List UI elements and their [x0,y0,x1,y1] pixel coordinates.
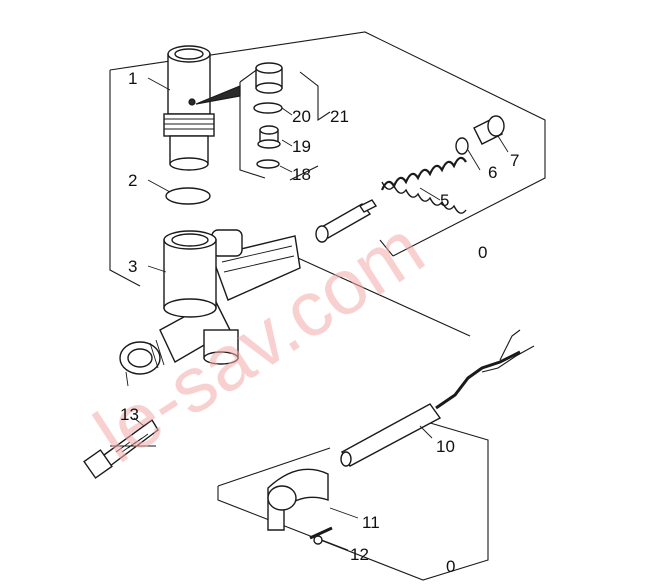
valve-insert-part [163,45,241,171]
upper-assembly-frame [109,31,546,287]
clamp-part [267,468,329,531]
label-21: 21 [330,107,349,126]
label-11: 11 [362,513,380,532]
o-ring-20 [253,102,283,114]
valve-seat-part [257,125,281,149]
label-13: 13 [120,405,139,424]
label-20: 20 [292,107,311,126]
label-12: 12 [350,545,369,564]
lower-assembly-frame [217,257,489,581]
spring-part [380,156,467,214]
o-ring-2 [165,187,211,205]
plug-part [473,115,505,145]
seal-cap-part [255,62,283,94]
pump-body-part [119,229,301,387]
part-labels: 1 2 3 20 21 19 18 7 6 5 0 13 10 11 12 0 [120,69,519,576]
leader-lines [133,77,509,551]
o-ring-18 [256,159,280,169]
screw-part [309,526,333,545]
label-3: 3 [128,257,137,276]
label-2: 2 [128,171,137,190]
label-18: 18 [292,165,311,184]
label-0-lower: 0 [446,557,455,576]
heater-element-part [340,329,535,467]
label-19: 19 [292,137,311,156]
filter-part [83,418,159,479]
o-ring-6 [455,137,469,155]
label-10: 10 [436,437,455,456]
label-6: 6 [488,163,497,182]
piston-part [315,199,378,243]
cutout-bracket [239,65,331,181]
label-1: 1 [128,69,137,88]
label-7: 7 [510,151,519,170]
label-5: 5 [440,191,449,210]
label-0-upper: 0 [478,243,487,262]
